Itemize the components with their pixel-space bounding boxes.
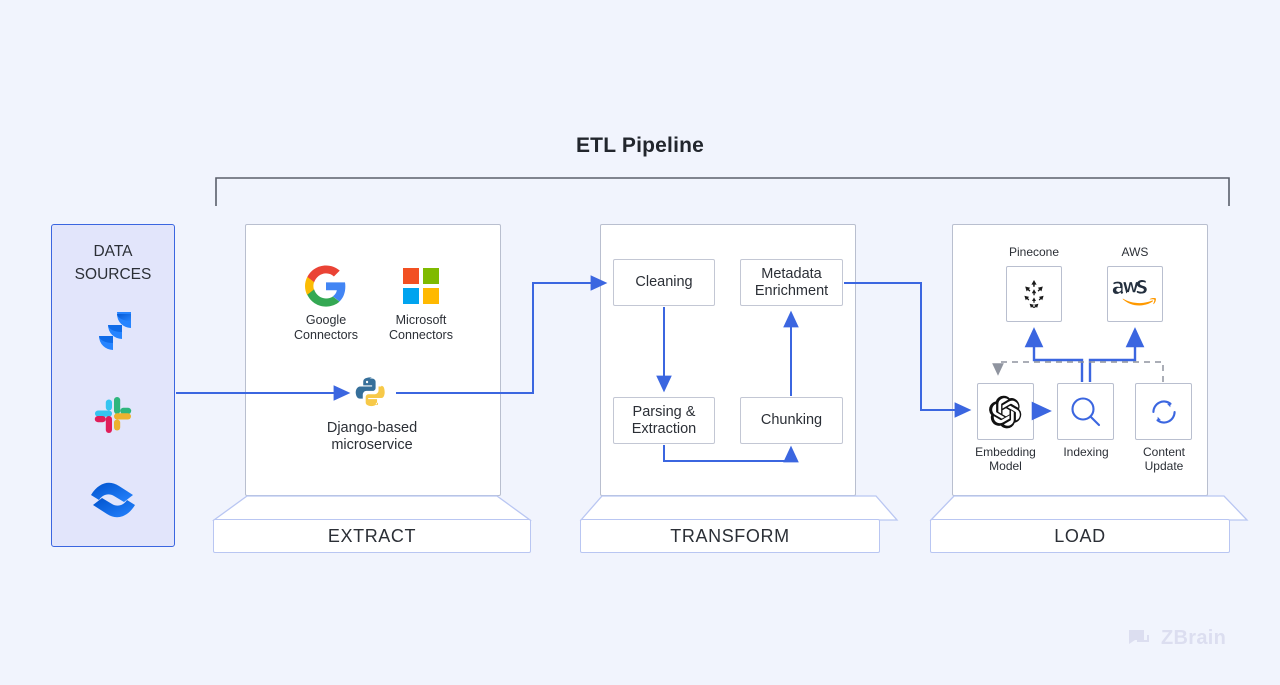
- transform-label-text: TRANSFORM: [670, 525, 790, 546]
- django-microservice-label: Django-based microservice: [296, 420, 448, 454]
- confluence-icon: [51, 474, 175, 526]
- pinecone-icon: [1017, 277, 1051, 311]
- parsing-extraction-card: Parsing & Extraction: [613, 397, 715, 444]
- load-pedestal-top: [929, 495, 1249, 521]
- speech-bubble-icon: [1128, 629, 1152, 649]
- chunking-label: Chunking: [760, 412, 823, 428]
- load-stage-label: LOAD: [930, 519, 1230, 553]
- metadata-enrichment-card: Metadata Enrichment: [740, 259, 843, 306]
- aws-box: [1107, 266, 1163, 322]
- content-update-line2: Update: [1144, 459, 1184, 473]
- cleaning-label: Cleaning: [635, 274, 693, 290]
- page-title: ETL Pipeline: [575, 134, 705, 157]
- content-update-label: Content Update: [1118, 445, 1210, 473]
- data-sources-title: DATA SOURCES: [51, 240, 175, 286]
- django-label-line2: microservice: [331, 437, 413, 453]
- refresh-icon: [1147, 395, 1181, 429]
- google-connectors-label: Google Connectors: [276, 313, 376, 343]
- content-update-line1: Content: [1142, 445, 1186, 459]
- data-sources-label-line2: SOURCES: [74, 266, 152, 283]
- aws-label: AWS: [1121, 245, 1149, 259]
- pipeline-bracket: [215, 177, 1230, 206]
- pinecone-box: [1006, 266, 1062, 322]
- load-label-text: LOAD: [1054, 525, 1106, 546]
- zbrain-wordmark: ZBrain: [1161, 627, 1227, 649]
- embedding-label-line1: Embedding: [975, 445, 1036, 459]
- django-label-line1: Django-based: [326, 420, 418, 436]
- microsoft-label-line1: Microsoft: [395, 313, 447, 327]
- indexing-box: [1057, 383, 1114, 440]
- parsing-label-line2: Extraction: [631, 420, 697, 437]
- embedding-model-label: Embedding Model: [958, 445, 1053, 473]
- cleaning-card: Cleaning: [613, 259, 715, 306]
- microsoft-connectors-label: Microsoft Connectors: [371, 313, 471, 343]
- pinecone-label: Pinecone: [1008, 245, 1060, 259]
- data-sources-label-line1: DATA: [93, 243, 133, 260]
- slack-icon: [51, 390, 175, 440]
- embedding-label-line2: Model: [989, 459, 1022, 473]
- content-update-box: [1135, 383, 1192, 440]
- zbrain-watermark: ZBrain: [1128, 627, 1226, 650]
- google-label-line1: Google: [305, 313, 347, 327]
- transform-stage-label: TRANSFORM: [580, 519, 880, 553]
- indexing-label: Indexing: [1063, 445, 1109, 459]
- arrow-transform-to-load: [844, 282, 972, 418]
- metadata-label-line2: Enrichment: [754, 282, 829, 299]
- aws-icon: [1112, 279, 1157, 309]
- chunking-card: Chunking: [740, 397, 843, 444]
- embedding-model-box: [977, 383, 1034, 440]
- python-icon: [354, 375, 390, 411]
- google-icon: [305, 265, 347, 307]
- extract-stage-label: EXTRACT: [213, 519, 531, 553]
- extract-stage-body: [245, 224, 501, 496]
- jira-icon: [51, 306, 175, 358]
- transform-pedestal-top: [579, 495, 899, 521]
- google-label-line2: Connectors: [294, 328, 358, 342]
- extract-label-text: EXTRACT: [327, 525, 417, 546]
- magnifier-icon: [1068, 394, 1104, 430]
- microsoft-icon: [403, 268, 439, 304]
- metadata-label-line1: Metadata: [761, 265, 822, 282]
- extract-pedestal-top: [212, 495, 532, 521]
- microsoft-label-line2: Connectors: [389, 328, 453, 342]
- parsing-label-line1: Parsing &: [632, 403, 696, 420]
- openai-icon: [988, 394, 1024, 430]
